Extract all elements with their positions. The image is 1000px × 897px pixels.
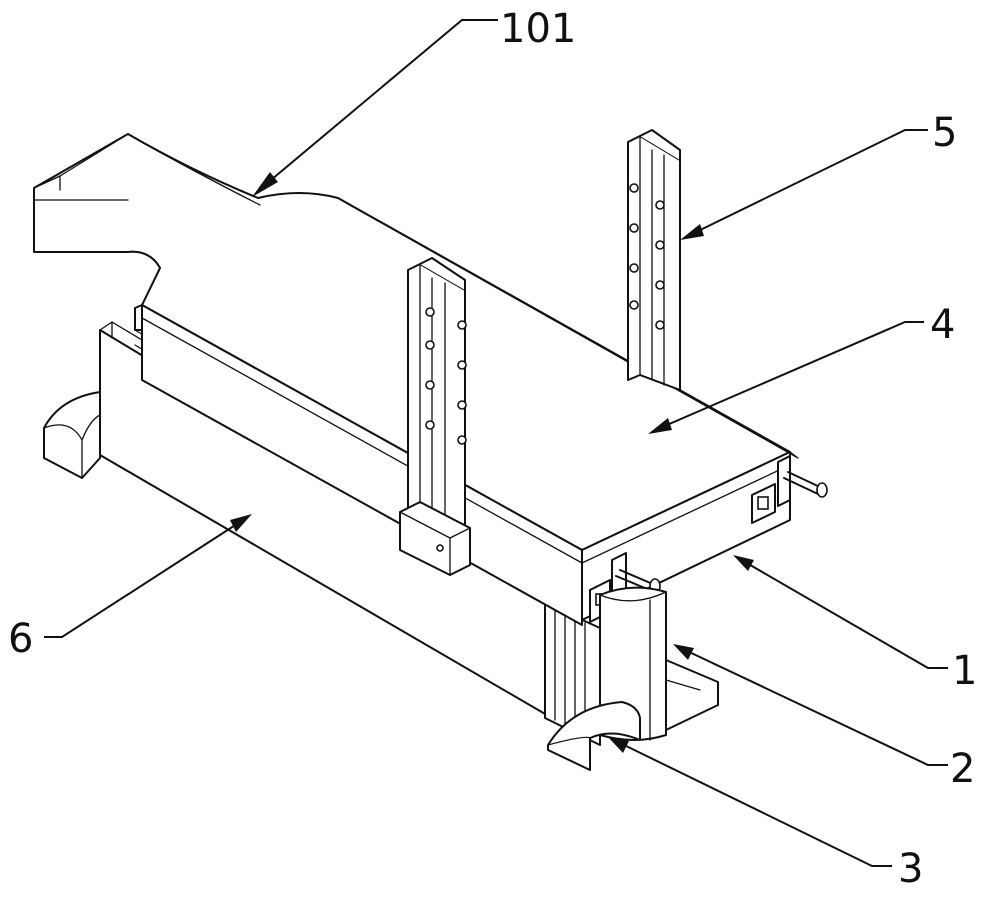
label-1: 1 — [952, 648, 977, 694]
leader-5 — [680, 129, 928, 240]
label-3: 3 — [898, 846, 923, 892]
label-6: 6 — [8, 616, 33, 662]
label-2: 2 — [950, 746, 975, 792]
leader-4 — [648, 321, 924, 434]
leader-6 — [44, 514, 252, 638]
leader-2 — [673, 644, 948, 766]
leader-1 — [733, 555, 948, 669]
leader-101 — [252, 19, 498, 197]
leader-3 — [608, 737, 892, 867]
label-101: 101 — [500, 6, 576, 52]
upright-rail-rear — [627, 129, 681, 391]
label-5: 5 — [932, 110, 957, 156]
foot-pad — [547, 701, 641, 771]
label-4: 4 — [930, 302, 955, 348]
upright-rail-front — [399, 257, 471, 576]
